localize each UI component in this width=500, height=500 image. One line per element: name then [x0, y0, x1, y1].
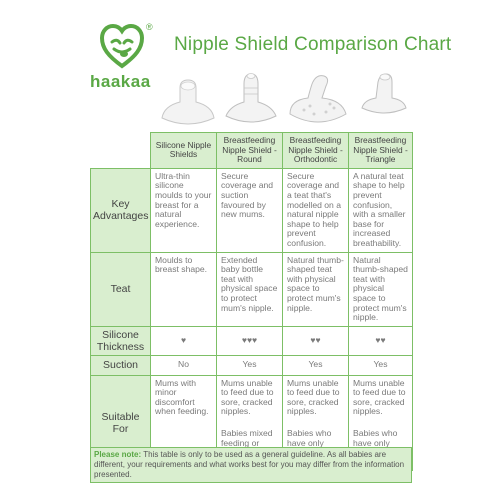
table-cell: Ultra-thin silicone moulds to your breas… [150, 167, 217, 253]
cell-text: Mums unable to feed due to sore, cracked… [353, 377, 406, 417]
table-cell: Secure coverage and suction favoured by … [216, 167, 283, 253]
column-header: Breastfeeding Nipple Shield - Round [216, 132, 283, 169]
column-headers: Silicone Nipple Shields Breastfeeding Ni… [90, 132, 413, 169]
round-shield-image [225, 73, 277, 123]
row-suction: Suction No Yes Yes Yes [90, 354, 413, 376]
silicone-shield-image [161, 79, 215, 125]
table-cell: Yes [348, 354, 413, 376]
triangle-shield-image [361, 73, 407, 114]
table-cell: Natural thumb-shaped teat with physical … [282, 251, 349, 327]
brand-name: haakaa [90, 72, 151, 91]
cell-text: Mums with minor discomfort when feeding. [155, 377, 209, 417]
heart-logo-icon [99, 23, 145, 69]
column-header: Breastfeeding Nipple Shield - Triangle [348, 132, 413, 169]
orthodontic-shield-image [289, 75, 347, 123]
comparison-table: Silicone Nipple Shields Breastfeeding Ni… [90, 132, 413, 472]
table-cell: Moulds to breast shape. [150, 251, 217, 327]
note-label: Please note: [94, 450, 142, 459]
table-cell: A natural teat shape to help prevent con… [348, 167, 413, 253]
row-teat: Teat Moulds to breast shape. Extended ba… [90, 251, 413, 327]
table-cell: Extended baby bottle teat with physical … [216, 251, 283, 327]
heart-rating-icon: ♥♥ [282, 325, 349, 356]
note-text: This table is only to be used as a gener… [94, 450, 405, 479]
table-cell: Natural thumb-shaped teat with physical … [348, 251, 413, 327]
row-header: Teat [90, 251, 151, 327]
row-key-advantages: Key Advantages Ultra-thin silicone mould… [90, 167, 413, 253]
disclaimer-note: Please note: This table is only to be us… [90, 447, 412, 483]
cell-text: Mums unable to feed due to sore, cracked… [287, 377, 340, 417]
table-cell: Yes [216, 354, 283, 376]
table-cell: Secure coverage and a teat that's modell… [282, 167, 349, 253]
table-cell: Yes [282, 354, 349, 376]
cell-text: Mums unable to feed due to sore, cracked… [221, 377, 274, 417]
registered-mark: ® [146, 22, 153, 32]
heart-rating-icon: ♥♥ [348, 325, 413, 356]
header: ® haakaa Nipple Shield Comparison Chart [0, 0, 500, 140]
corner-cell [90, 132, 151, 169]
page-title: Nipple Shield Comparison Chart [174, 34, 452, 55]
column-header: Silicone Nipple Shields [150, 132, 217, 169]
heart-rating-icon: ♥ [150, 325, 217, 356]
table-cell: No [150, 354, 217, 376]
heart-rating-icon: ♥♥♥ [216, 325, 283, 356]
row-header: Key Advantages [90, 167, 151, 253]
column-header: Breastfeeding Nipple Shield - Orthodonti… [282, 132, 349, 169]
row-header: Silicone Thickness [90, 325, 151, 356]
product-images [150, 70, 500, 140]
row-header: Suction [90, 354, 151, 376]
haakaa-logo: ® haakaa [90, 22, 160, 102]
row-silicone-thickness: Silicone Thickness ♥ ♥♥♥ ♥♥ ♥♥ [90, 325, 413, 356]
